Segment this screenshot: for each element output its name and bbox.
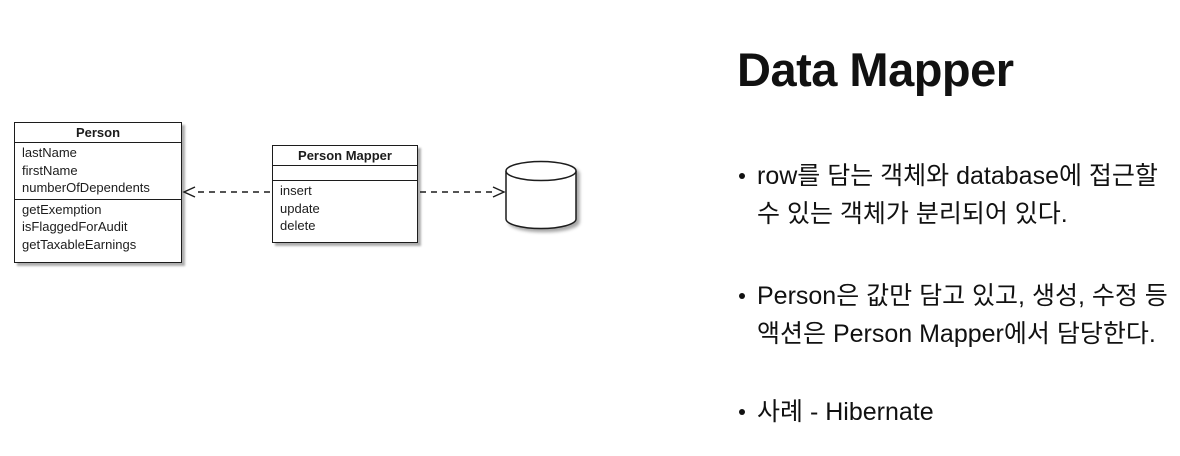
person-attribute: firstName xyxy=(22,162,78,178)
person-method: getTaxableEarnings xyxy=(22,236,137,252)
bullet-text-line: 액션은 Person Mapper에서 담당한다. xyxy=(757,320,1156,348)
dependency-arrow-to-database xyxy=(420,186,506,198)
mapper-methods-compartment: insert update delete xyxy=(273,181,417,237)
bullet-text-line: Person은 값만 담고 있고, 생성, 수정 등 xyxy=(757,282,1168,310)
person-class-title: Person xyxy=(15,123,181,143)
person-attributes-compartment: lastName firstName numberOfDependents xyxy=(15,143,181,200)
database-icon xyxy=(505,160,577,230)
person-attribute: numberOfDependents xyxy=(22,180,150,195)
bullet-dot-icon xyxy=(739,173,745,179)
person-method: isFlaggedForAudit xyxy=(22,219,128,234)
list-item: row를 담는 객체와 database에 접근할 수 있는 객체가 분리되어 … xyxy=(739,157,1159,233)
person-method: getExemption xyxy=(22,201,102,217)
mapper-method: delete xyxy=(280,218,316,233)
list-item: 사례 - Hibernate xyxy=(739,393,1159,431)
person-methods-compartment: getExemption isFlaggedForAudit getTaxabl… xyxy=(15,200,181,256)
page-title: Data Mapper xyxy=(737,43,1014,96)
list-item: Person은 값만 담고 있고, 생성, 수정 등 액션은 Person Ma… xyxy=(739,277,1168,353)
bullet-dot-icon xyxy=(739,293,745,299)
mapper-attributes-compartment-empty xyxy=(273,166,417,181)
bullet-text-line: 사례 - Hibernate xyxy=(757,398,934,426)
mapper-class-title: Person Mapper xyxy=(273,146,417,166)
person-attribute: lastName xyxy=(22,145,77,160)
mapper-method: update xyxy=(280,200,320,216)
bullet-text-line: 수 있는 객체가 분리되어 있다. xyxy=(757,200,1068,228)
dependency-arrow-to-person xyxy=(182,186,270,198)
bullet-list: row를 담는 객체와 database에 접근할 수 있는 객체가 분리되어 … xyxy=(739,157,1168,431)
bullet-text-line: row를 담는 객체와 database에 접근할 xyxy=(757,162,1158,190)
mapper-method: insert xyxy=(280,183,312,198)
bullet-dot-icon xyxy=(739,409,745,415)
uml-class-person: Person lastName firstName numberOfDepend… xyxy=(14,122,182,263)
uml-class-person-mapper: Person Mapper insert update delete xyxy=(272,145,418,243)
